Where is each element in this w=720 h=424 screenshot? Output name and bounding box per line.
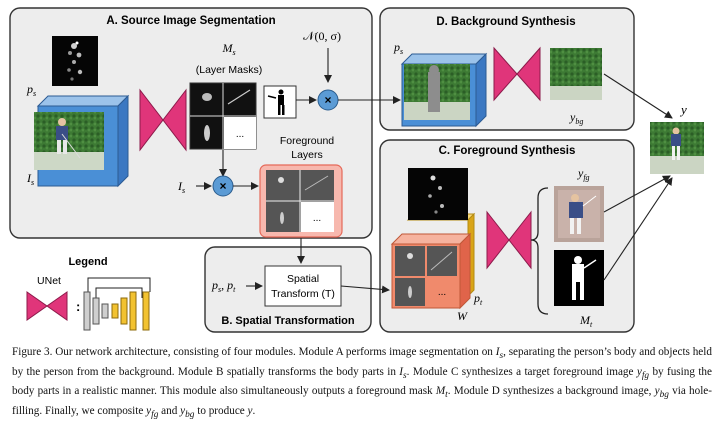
fg-input-stack: ...	[390, 168, 476, 310]
label-Mt: Mt	[579, 313, 593, 329]
mt-output-mask	[554, 250, 604, 306]
legend-unet-detail	[83, 277, 151, 331]
label-ps-d: ps	[393, 40, 403, 56]
svg-text:Transform (T): Transform (T)	[271, 288, 335, 300]
svg-text:×: ×	[324, 93, 331, 107]
label-yfg: yfg	[577, 166, 590, 182]
figure-caption: Figure 3. Our network architecture, cons…	[12, 346, 712, 421]
pose-heatmap	[52, 36, 98, 86]
unet-a	[139, 88, 187, 152]
svg-text:×: ×	[219, 179, 226, 193]
noise-label: 𝒩(0, σ)	[303, 29, 341, 43]
silhouette-mask	[263, 85, 297, 119]
label-pt-c: pt	[473, 291, 483, 307]
legend: Legend UNet :	[26, 256, 151, 331]
label-W: W	[457, 309, 468, 323]
label-Is: Is	[26, 171, 34, 187]
unet-d	[493, 46, 541, 102]
foreground-layers-grid: ...	[259, 164, 343, 238]
source-photo	[34, 112, 104, 170]
module-c-title: C. Foreground Synthesis	[439, 145, 576, 157]
label-ps: ps	[26, 82, 36, 98]
module-a-title: A. Source Image Segmentation	[106, 15, 275, 27]
legend-colon: :	[76, 299, 80, 314]
layer-mask-grid: ...	[189, 82, 257, 150]
architecture-diagram: A. Source Image Segmentation	[9, 7, 704, 333]
output-brace	[530, 187, 549, 315]
multiply-op-noise: ×	[317, 89, 339, 111]
module-b-panel: B. Spatial Transformation ps, pt Spatial…	[204, 246, 372, 333]
final-output-photo	[650, 122, 704, 174]
legend-unet-label: UNet	[37, 275, 61, 287]
source-image-stack	[34, 36, 130, 188]
module-d-title: D. Background Synthesis	[436, 16, 575, 28]
svg-text:Spatial: Spatial	[287, 273, 319, 285]
legend-title: Legend	[68, 256, 107, 268]
yfg-output-photo	[554, 186, 604, 242]
ybg-output-photo	[550, 48, 602, 100]
label-Is-a: Is	[177, 179, 185, 195]
fg-layers-label-2: Layers	[291, 149, 323, 161]
fg-ellipsis: ...	[313, 213, 321, 224]
module-c-panel: C. Foreground Synthesis ... pt W	[379, 139, 635, 333]
bg-input-photo	[404, 64, 470, 120]
spatial-transform-block: Spatial Transform (T)	[264, 265, 342, 307]
mask-ellipsis: ...	[236, 129, 244, 140]
label-y: y	[679, 102, 687, 117]
label-ybg: ybg	[569, 110, 583, 126]
module-d-panel: D. Background Synthesis ps ybg	[379, 7, 635, 131]
fg-layers-label-1: Foreground	[280, 135, 334, 147]
label-ps-pt: ps, pt	[211, 278, 236, 294]
multiply-op-image: ×	[212, 175, 234, 197]
layer-masks-label: (Layer Masks)	[196, 64, 263, 76]
module-a-panel: A. Source Image Segmentation	[9, 7, 373, 239]
legend-unet-icon	[26, 291, 68, 321]
stack-ellipsis: ...	[438, 287, 446, 298]
label-Ms: Ms	[221, 41, 235, 57]
module-b-title: B. Spatial Transformation	[221, 315, 355, 327]
